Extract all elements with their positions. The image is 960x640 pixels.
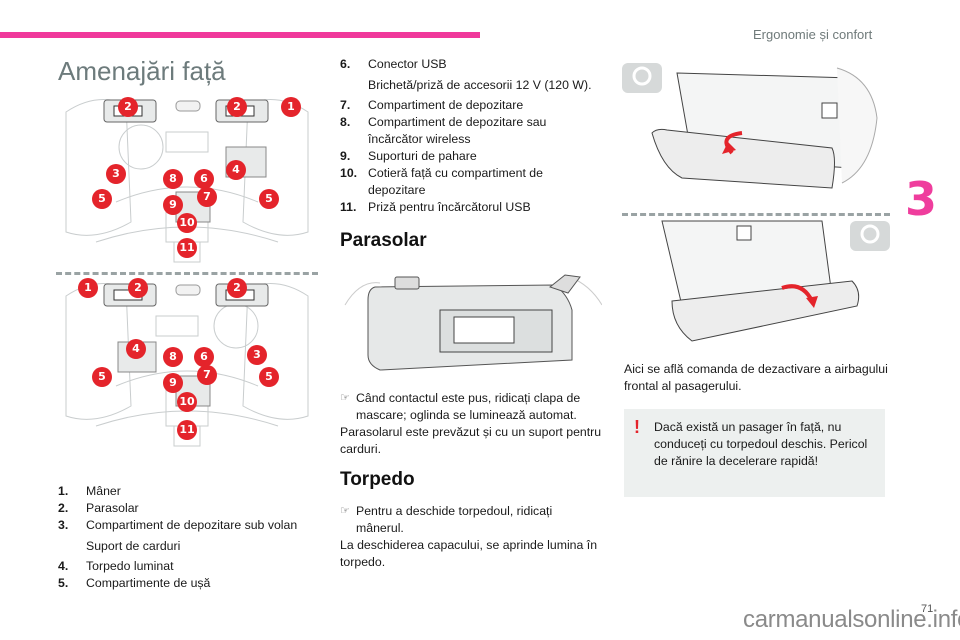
section-header-title: Ergonomie și confort xyxy=(753,27,873,42)
legend-item: 9.Suporturi de pahare xyxy=(340,149,477,163)
legend-item: 2.Parasolar xyxy=(58,501,139,515)
header-accent-bar xyxy=(0,32,480,38)
marker-5: 5 xyxy=(259,189,279,209)
marker-5: 5 xyxy=(92,367,112,387)
marker-1: 1 xyxy=(281,97,301,117)
page-number: 71 xyxy=(921,603,934,615)
airbag-control-note: Aici se află comanda de dezactivare a ai… xyxy=(624,362,888,393)
marker-4: 4 xyxy=(226,160,246,180)
glovebox-illustration-rhd xyxy=(622,216,890,348)
instruction-bullet: ☞ Când contactul este pus, ridicați clap… xyxy=(340,391,581,422)
section-title-torpedo: Torpedo xyxy=(340,469,415,490)
legend-item: 5.Compartimente de ușă xyxy=(58,576,211,590)
marker-2: 2 xyxy=(128,278,148,298)
marker-6: 6 xyxy=(194,169,214,189)
marker-2: 2 xyxy=(118,97,138,117)
marker-10: 10 xyxy=(177,213,197,233)
legend-item: 10.Cotieră față cu compartiment de depoz… xyxy=(340,166,543,197)
marker-6: 6 xyxy=(194,347,214,367)
steering-wheel-badge xyxy=(850,221,890,251)
marker-1: 1 xyxy=(78,278,98,298)
marker-3: 3 xyxy=(106,164,126,184)
marker-3: 3 xyxy=(247,345,267,365)
marker-8: 8 xyxy=(163,169,183,189)
marker-2: 2 xyxy=(227,278,247,298)
legend-item: 1.Mâner xyxy=(58,484,121,498)
legend-item: 11.Priză pentru încărcătorul USB xyxy=(340,200,531,214)
marker-11: 11 xyxy=(177,238,197,258)
marker-5: 5 xyxy=(259,367,279,387)
legend-item: 3.Compartiment de depozitare sub volan xyxy=(58,518,298,532)
page-title: Amenajări față xyxy=(58,56,226,86)
watermark: carmanualsonline.info xyxy=(743,606,960,633)
section-title-parasolar: Parasolar xyxy=(340,230,427,251)
legend-subitem: Suport de carduri xyxy=(86,539,181,553)
marker-7: 7 xyxy=(197,365,217,385)
legend-subitem: Brichetă/priză de accesorii 12 V (120 W)… xyxy=(368,78,592,92)
pointing-hand-icon: ☞ xyxy=(340,505,350,517)
steering-wheel-badge xyxy=(622,63,662,93)
steering-wheel-icon xyxy=(860,224,880,244)
parasolar-description: ☞ Când contactul este pus, ridicați clap… xyxy=(340,391,602,456)
divider xyxy=(56,272,318,275)
instruction-bullet: ☞ Pentru a deschide torpedoul, ridicați … xyxy=(340,504,553,535)
cabin-diagram-rhd: 1 2 2 4 8 6 3 5 7 5 9 10 11 xyxy=(56,276,318,448)
legend-item: 8.Compartiment de depozitare sau încărcă… xyxy=(340,115,547,146)
pointing-hand-icon: ☞ xyxy=(340,392,350,404)
legend-item: 6.Conector USB xyxy=(340,57,447,71)
marker-8: 8 xyxy=(163,347,183,367)
marker-11: 11 xyxy=(177,420,197,440)
marker-9: 9 xyxy=(163,373,183,393)
legend-item: 7.Compartiment de depozitare xyxy=(340,98,524,112)
marker-4: 4 xyxy=(126,339,146,359)
divider xyxy=(622,213,890,216)
torpedo-description: ☞ Pentru a deschide torpedoul, ridicați … xyxy=(340,503,602,571)
legend-left: 1.Mâner 2.Parasolar 3.Compartiment de de… xyxy=(58,483,338,592)
legend-right: 6.Conector USB Brichetă/priză de accesor… xyxy=(340,56,600,216)
marker-5: 5 xyxy=(92,189,112,209)
sun-visor-illustration xyxy=(340,265,603,375)
warning-box: ! Dacă există un pasager în față, nu con… xyxy=(624,409,885,497)
marker-7: 7 xyxy=(197,187,217,207)
marker-10: 10 xyxy=(177,392,197,412)
steering-wheel-icon xyxy=(632,66,652,86)
marker-9: 9 xyxy=(163,195,183,215)
warning-text: Dacă există un pasager în față, nu condu… xyxy=(654,420,868,468)
legend-item: 4.Torpedo luminat xyxy=(58,559,174,573)
chapter-number: 3 xyxy=(905,172,938,226)
exclamation-icon: ! xyxy=(634,417,640,437)
glovebox-illustration-lhd xyxy=(622,58,890,208)
cabin-diagram-lhd: 2 2 1 3 4 8 6 5 7 5 9 10 11 xyxy=(56,92,318,264)
marker-2: 2 xyxy=(227,97,247,117)
